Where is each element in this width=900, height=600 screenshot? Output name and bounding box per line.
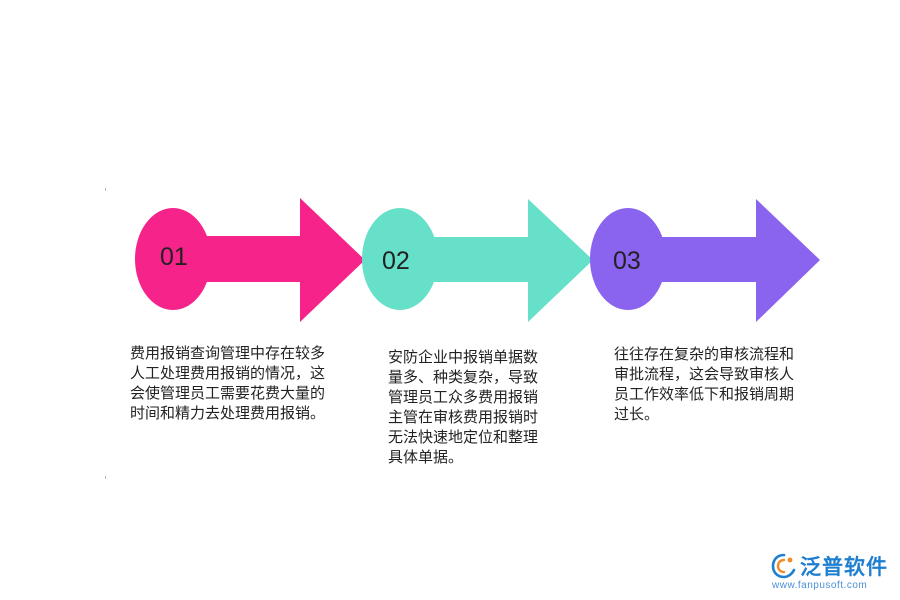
step-3-number: 03 — [613, 247, 641, 275]
step-1-line: 费用报销查询管理中存在较多 — [130, 344, 326, 362]
step-3-arrow — [590, 199, 820, 322]
brand-name: 泛普软件 — [800, 555, 888, 579]
decorative-tick-bottom — [105, 476, 106, 479]
brand-url: www.fanpusoft.com — [772, 580, 868, 591]
step-3-line: 审批流程，这会导致审核人 — [614, 365, 795, 383]
step-2-description: 安防企业中报销单据数 量多、种类复杂，导致 管理员工众多费用报销 主管在审核费用… — [388, 347, 568, 467]
step-1-arrow-body — [173, 198, 365, 322]
step-3-line: 员工作效率低下和报销周期 — [614, 385, 795, 403]
step-2-number: 02 — [382, 247, 410, 275]
step-1-number: 01 — [160, 243, 188, 271]
step-3-arrow-body — [628, 199, 820, 322]
step-1-description: 费用报销查询管理中存在较多 人工处理费用报销的情况，这 会使管理员工需要花费大量… — [130, 343, 360, 423]
step-1-arrow-tail-circle — [135, 208, 211, 310]
step-2-line: 安防企业中报销单据数 — [388, 348, 539, 366]
step-3-line: 过长。 — [614, 405, 660, 423]
step-2-line: 主管在审核费用报销时 — [388, 408, 539, 426]
decorative-tick-top — [105, 188, 106, 191]
step-1-line: 人工处理费用报销的情况，这 — [130, 364, 326, 382]
step-2-line: 量多、种类复杂，导致 — [388, 368, 539, 386]
step-1-line: 会使管理员工需要花费大量的 — [130, 384, 326, 402]
step-1-arrow — [135, 198, 365, 322]
step-2-line: 具体单据。 — [388, 448, 464, 466]
step-3-description: 往往存在复杂的审核流程和 审批流程，这会导致审核人 员工作效率低下和报销周期 过… — [614, 344, 829, 424]
step-2-arrow — [362, 199, 593, 322]
step-3-line: 往往存在复杂的审核流程和 — [614, 345, 795, 363]
step-2-arrow-body — [400, 199, 593, 322]
step-2-arrow-tail-circle — [362, 208, 438, 310]
step-3-arrow-tail-circle — [590, 208, 666, 310]
step-2-line: 管理员工众多费用报销 — [388, 388, 539, 406]
step-2-line: 无法快速地定位和整理 — [388, 428, 539, 446]
step-1-line: 时间和精力去处理费用报销。 — [130, 404, 326, 422]
brand-watermark: 泛普软件 www.fanpusoft.com — [770, 551, 894, 595]
fanpu-logo-icon — [771, 553, 796, 579]
